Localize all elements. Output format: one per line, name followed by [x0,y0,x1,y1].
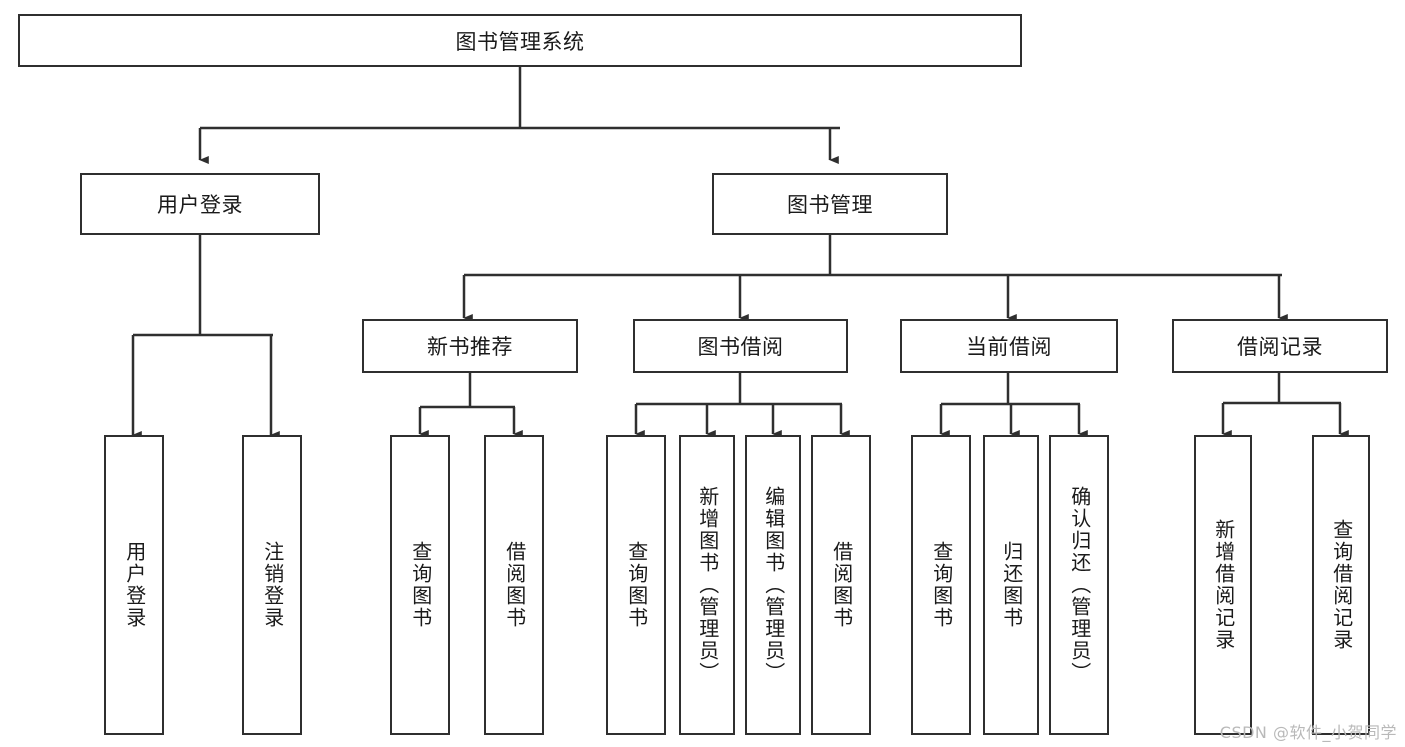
node-leaf-add-record-label: 新增借阅记录 [1211,519,1236,651]
node-borrow-record-label: 借阅记录 [1237,335,1323,359]
node-leaf-return-book[interactable]: 归还图书 [983,435,1039,735]
node-leaf-query-record[interactable]: 查询借阅记录 [1312,435,1370,735]
node-book-borrow-label: 图书借阅 [697,335,784,359]
node-borrow-record[interactable]: 借阅记录 [1172,319,1388,373]
node-leaf-borrow-book-2-label: 借阅图书 [829,541,854,629]
node-leaf-query-book-2-label: 查询图书 [624,541,649,629]
node-leaf-query-book-3-label: 查询图书 [929,541,954,629]
node-leaf-add-book-label: 新增图书（管理员） [695,486,720,684]
node-book-manage[interactable]: 图书管理 [712,173,948,235]
node-root[interactable]: 图书管理系统 [18,14,1022,67]
node-leaf-edit-book[interactable]: 编辑图书（管理员） [745,435,801,735]
node-book-manage-label: 图书管理 [787,193,873,217]
node-leaf-edit-book-label: 编辑图书（管理员） [761,486,786,684]
node-leaf-borrow-book-1-label: 借阅图书 [502,541,527,629]
node-leaf-user-logout-label: 注销登录 [260,541,285,629]
node-user-login-label: 用户登录 [157,193,243,217]
node-leaf-query-book-1[interactable]: 查询图书 [390,435,450,735]
node-user-login[interactable]: 用户登录 [80,173,320,235]
node-leaf-confirm-return[interactable]: 确认归还（管理员） [1049,435,1109,735]
node-new-book-rec-label: 新书推荐 [427,335,513,359]
node-leaf-add-record[interactable]: 新增借阅记录 [1194,435,1252,735]
node-leaf-add-book[interactable]: 新增图书（管理员） [679,435,735,735]
node-current-borrow[interactable]: 当前借阅 [900,319,1118,373]
node-leaf-query-book-1-label: 查询图书 [408,541,433,629]
node-leaf-confirm-return-label: 确认归还（管理员） [1067,486,1092,684]
node-current-borrow-label: 当前借阅 [966,335,1052,359]
node-leaf-query-book-3[interactable]: 查询图书 [911,435,971,735]
node-root-label: 图书管理系统 [455,29,585,54]
node-leaf-user-login[interactable]: 用户登录 [104,435,164,735]
node-leaf-user-login-label: 用户登录 [122,541,147,629]
node-leaf-borrow-book-2[interactable]: 借阅图书 [811,435,871,735]
node-new-book-rec[interactable]: 新书推荐 [362,319,578,373]
node-leaf-user-logout[interactable]: 注销登录 [242,435,302,735]
node-leaf-borrow-book-1[interactable]: 借阅图书 [484,435,544,735]
node-leaf-query-book-2[interactable]: 查询图书 [606,435,666,735]
node-leaf-return-book-label: 归还图书 [999,541,1024,629]
node-book-borrow[interactable]: 图书借阅 [633,319,848,373]
node-leaf-query-record-label: 查询借阅记录 [1329,519,1354,651]
